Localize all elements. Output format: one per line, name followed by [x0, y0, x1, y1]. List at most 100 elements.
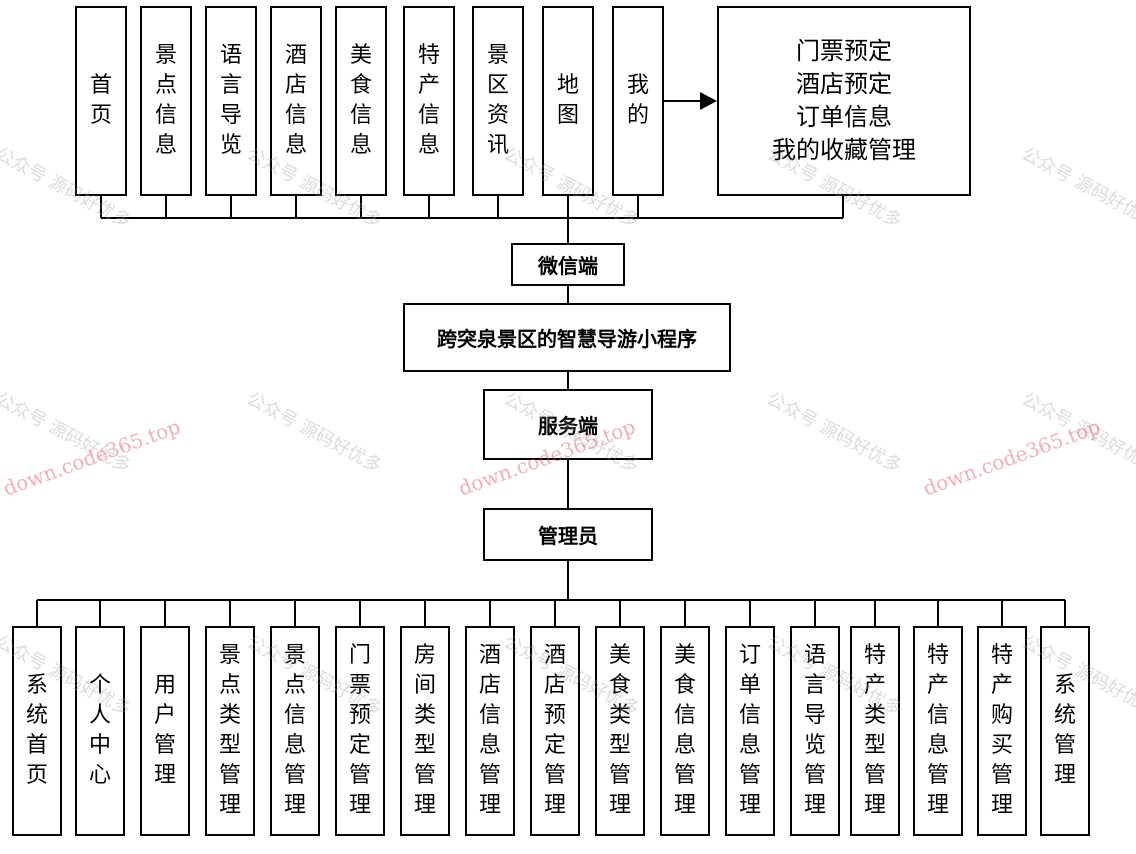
wechat-node: 微信端: [511, 243, 625, 286]
my-detail-item: 酒店预定: [796, 70, 892, 98]
node-char: 特: [926, 643, 949, 668]
server-node: 服务端: [483, 389, 653, 460]
node-char: 酒: [543, 643, 566, 668]
node-char: 理: [673, 793, 696, 818]
node-char: 管: [926, 763, 949, 788]
app-title-node: 跨突泉景区的智慧导游小程序: [403, 303, 731, 372]
node-char: 理: [990, 793, 1013, 818]
node-char: 户: [153, 703, 176, 728]
node-char: 购: [990, 703, 1013, 728]
node-char: 理: [348, 793, 371, 818]
top-node-9: 我的: [612, 6, 664, 196]
node-char: 首: [25, 733, 48, 758]
node-char: 特: [863, 643, 886, 668]
node-char: 理: [283, 793, 306, 818]
node-char: 言: [803, 673, 826, 698]
node-char: 图: [556, 103, 579, 128]
node-char: 管: [478, 763, 501, 788]
node-char: 导: [219, 103, 242, 128]
node-char: 美: [608, 643, 631, 668]
admin-node-10: 美食类型管理: [595, 626, 645, 836]
node-char: 订: [738, 643, 761, 668]
node-char: 类: [608, 703, 631, 728]
node-char: 产: [990, 673, 1013, 698]
admin-label: 管理员: [538, 524, 598, 548]
node-char: 型: [863, 733, 886, 758]
node-char: 管: [990, 763, 1013, 788]
node-char: 览: [803, 733, 826, 758]
node-char: 管: [218, 763, 241, 788]
node-char: 系: [1053, 673, 1076, 698]
admin-node-17: 系统管理: [1040, 626, 1090, 836]
node-char: 我: [626, 73, 649, 98]
top-node-2: 景点信息: [140, 6, 192, 196]
admin-node-14: 特产类型管理: [850, 626, 900, 836]
admin-node-15: 特产信息管理: [913, 626, 963, 836]
node-char: 买: [990, 733, 1013, 758]
node-char: 管: [803, 763, 826, 788]
node-char: 食: [349, 73, 372, 98]
node-char: 管: [543, 763, 566, 788]
node-char: 预: [543, 703, 566, 728]
admin-node-1: 系统首页: [12, 626, 62, 836]
admin-node: 管理员: [483, 508, 653, 561]
node-char: 区: [486, 73, 509, 98]
top-node-5: 美食信息: [335, 6, 387, 196]
admin-node-3: 用户管理: [140, 626, 190, 836]
node-char: 统: [25, 703, 48, 728]
node-char: 点: [283, 673, 306, 698]
node-char: 理: [608, 793, 631, 818]
top-node-8: 地图: [542, 6, 594, 196]
node-char: 中: [88, 733, 111, 758]
node-char: 管: [153, 733, 176, 758]
node-char: 景: [218, 643, 241, 668]
node-char: 景: [154, 43, 177, 68]
node-char: 言: [219, 73, 242, 98]
node-char: 理: [413, 793, 436, 818]
node-char: 管: [283, 763, 306, 788]
top-node-3: 语言导览: [205, 6, 257, 196]
node-char: 信: [738, 703, 761, 728]
node-char: 房: [413, 643, 436, 668]
admin-node-13: 语言导览管理: [790, 626, 840, 836]
node-char: 理: [218, 793, 241, 818]
node-char: 人: [88, 703, 111, 728]
node-char: 理: [863, 793, 886, 818]
node-char: 定: [543, 733, 566, 758]
admin-node-6: 门票预定管理: [335, 626, 385, 836]
node-char: 门: [348, 643, 371, 668]
node-char: 景: [283, 643, 306, 668]
my-details-node: 门票预定酒店预定订单信息我的收藏管理: [717, 6, 971, 196]
node-char: 理: [926, 793, 949, 818]
node-char: 型: [218, 733, 241, 758]
node-char: 酒: [478, 643, 501, 668]
node-char: 息: [154, 133, 177, 158]
node-char: 用: [153, 673, 176, 698]
node-char: 信: [154, 103, 177, 128]
node-char: 理: [478, 793, 501, 818]
my-detail-item: 门票预定: [796, 37, 892, 65]
node-char: 讯: [486, 133, 509, 158]
node-char: 类: [218, 703, 241, 728]
admin-node-2: 个人中心: [75, 626, 125, 836]
node-char: 首: [89, 73, 112, 98]
node-char: 息: [478, 733, 501, 758]
node-char: 预: [348, 703, 371, 728]
node-char: 类: [413, 703, 436, 728]
top-node-6: 特产信息: [403, 6, 455, 196]
app-title: 跨突泉景区的智慧导游小程序: [437, 327, 697, 351]
node-char: 信: [284, 103, 307, 128]
node-char: 特: [417, 43, 440, 68]
my-detail-item: 订单信息: [796, 103, 892, 131]
node-char: 息: [738, 733, 761, 758]
server-label: 服务端: [538, 414, 598, 438]
admin-node-5: 景点信息管理: [270, 626, 320, 836]
node-char: 管: [608, 763, 631, 788]
node-char: 特: [990, 643, 1013, 668]
node-char: 理: [153, 763, 176, 788]
admin-node-11: 美食信息管理: [660, 626, 710, 836]
node-char: 产: [863, 673, 886, 698]
node-char: 导: [803, 703, 826, 728]
